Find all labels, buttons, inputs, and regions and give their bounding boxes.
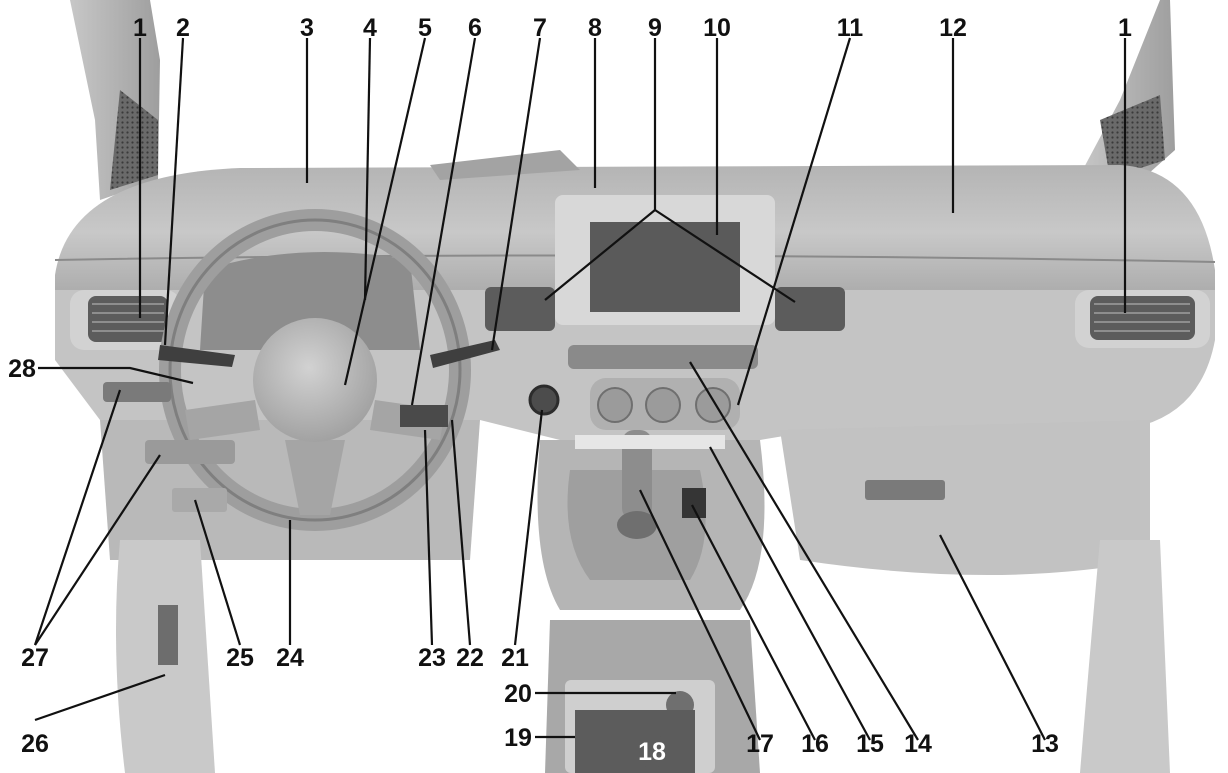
callout-3: 3 — [300, 14, 314, 42]
left-storage — [172, 488, 227, 512]
callout-22: 22 — [456, 644, 484, 672]
left-lower-switches — [145, 440, 235, 464]
callout-24: 24 — [276, 644, 304, 672]
callout-28: 28 — [8, 355, 36, 383]
parking-brake-switch — [682, 488, 706, 518]
callout-4: 4 — [363, 14, 377, 42]
lower-console — [545, 620, 760, 773]
callout-10: 10 — [703, 14, 731, 42]
callout-2: 2 — [176, 14, 190, 42]
centre-console — [537, 430, 765, 610]
callout-9: 9 — [648, 14, 662, 42]
lights-stalk — [158, 345, 235, 367]
callout-labels: 1 2 3 4 5 6 7 8 9 10 11 12 1 28 27 26 25… — [8, 14, 1132, 768]
callout-5: 5 — [418, 14, 432, 42]
left-air-vent — [70, 290, 180, 350]
glovebox — [780, 420, 1150, 575]
left-switch-panel — [103, 382, 171, 402]
callout-1-right: 1 — [1118, 14, 1132, 42]
multimedia-screen — [555, 195, 775, 325]
callout-18-badge — [635, 734, 669, 768]
callout-21: 21 — [501, 644, 529, 672]
callout-20: 20 — [504, 680, 532, 708]
control-button-strip — [568, 345, 758, 369]
callout-16: 16 — [801, 730, 829, 758]
storage-tray — [575, 710, 695, 773]
glovebox-handle — [865, 480, 945, 500]
callout-7: 7 — [533, 14, 547, 42]
callout-12: 12 — [939, 14, 967, 42]
center-vents — [485, 287, 845, 331]
callout-26: 26 — [21, 730, 49, 758]
callout-14: 14 — [904, 730, 932, 758]
right-air-vent — [1075, 290, 1210, 348]
callout-11: 11 — [837, 14, 864, 42]
callout-13: 13 — [1031, 730, 1059, 758]
start-button — [528, 384, 560, 416]
callout-27: 27 — [21, 644, 49, 672]
callout-6: 6 — [468, 14, 482, 42]
callout-18: 18 — [638, 738, 666, 766]
callout-17: 17 — [746, 730, 774, 758]
callout-8: 8 — [588, 14, 602, 42]
callout-19: 19 — [504, 724, 532, 752]
column-control — [400, 405, 448, 427]
right-lower-panel — [1080, 540, 1170, 773]
callout-23: 23 — [418, 644, 446, 672]
left-a-pillar — [70, 0, 160, 200]
climate-controls — [590, 378, 740, 430]
bonnet-release — [158, 605, 178, 665]
callout-25: 25 — [226, 644, 254, 672]
leader-lines — [33, 37, 1127, 741]
right-a-pillar — [1080, 0, 1175, 190]
wiper-stalk — [430, 340, 500, 368]
callout-15: 15 — [856, 730, 884, 758]
callout-1-left: 1 — [133, 14, 147, 42]
